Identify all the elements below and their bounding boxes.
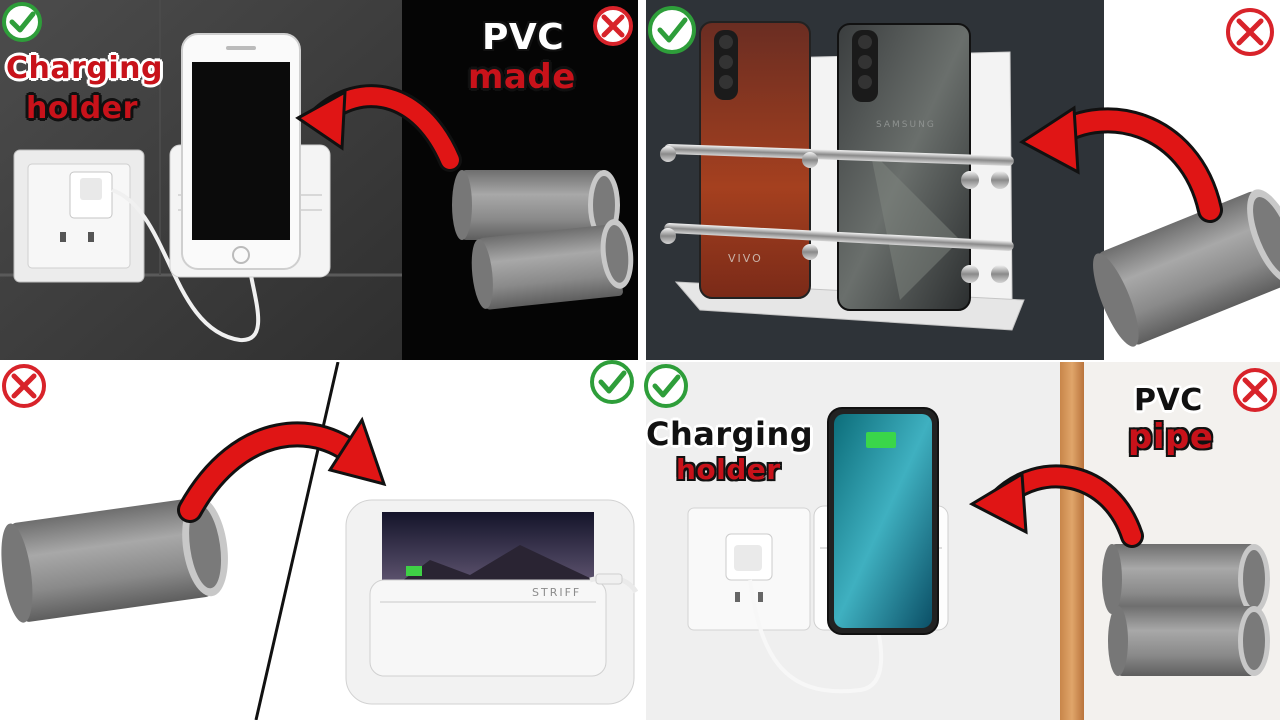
steel-rails xyxy=(660,144,1014,283)
caption-holder: holder xyxy=(676,453,781,486)
caption-pipe: pipe xyxy=(1128,417,1214,457)
wall-socket xyxy=(687,507,811,631)
cross-icon xyxy=(2,364,46,408)
caption-charging: Charging xyxy=(646,415,814,453)
panel-top-right xyxy=(646,0,1280,360)
caption-pvc: PVC xyxy=(1134,383,1203,418)
panel-top-left xyxy=(0,0,638,360)
pvc-pipe-pair xyxy=(452,170,634,310)
panel-bottom-left xyxy=(0,361,639,720)
check-icon xyxy=(644,364,688,408)
cross-icon xyxy=(1226,8,1274,56)
red-arrow xyxy=(177,416,387,523)
pvc-pipe-single xyxy=(1,497,228,623)
caption-holder: holder xyxy=(26,91,138,126)
cross-icon xyxy=(1233,368,1277,412)
red-arrow xyxy=(1019,105,1223,223)
caption-pvc: PVC xyxy=(482,17,565,58)
caption-made: made xyxy=(468,57,576,97)
grey-phone xyxy=(837,23,971,311)
panel-bottom-right xyxy=(646,362,1280,720)
red-arrow xyxy=(295,84,462,172)
phone-brand-vivo: VIVO xyxy=(728,252,763,265)
pvc-pipe-single xyxy=(1093,189,1280,347)
red-arrow xyxy=(968,464,1144,548)
wall-socket xyxy=(13,149,145,283)
smartphone xyxy=(181,33,301,270)
phone-brand-samsung: SAMSUNG xyxy=(876,120,936,130)
check-icon xyxy=(648,6,696,54)
smartphone xyxy=(827,407,939,635)
caption-charging: Charging xyxy=(6,51,164,86)
check-icon xyxy=(590,360,634,404)
wall-phone-holder xyxy=(345,499,639,705)
holder-brand-striff: STRIFF xyxy=(532,586,582,599)
cross-icon xyxy=(593,6,633,46)
pvc-pipe-pair xyxy=(1102,544,1270,676)
check-icon xyxy=(2,2,42,42)
